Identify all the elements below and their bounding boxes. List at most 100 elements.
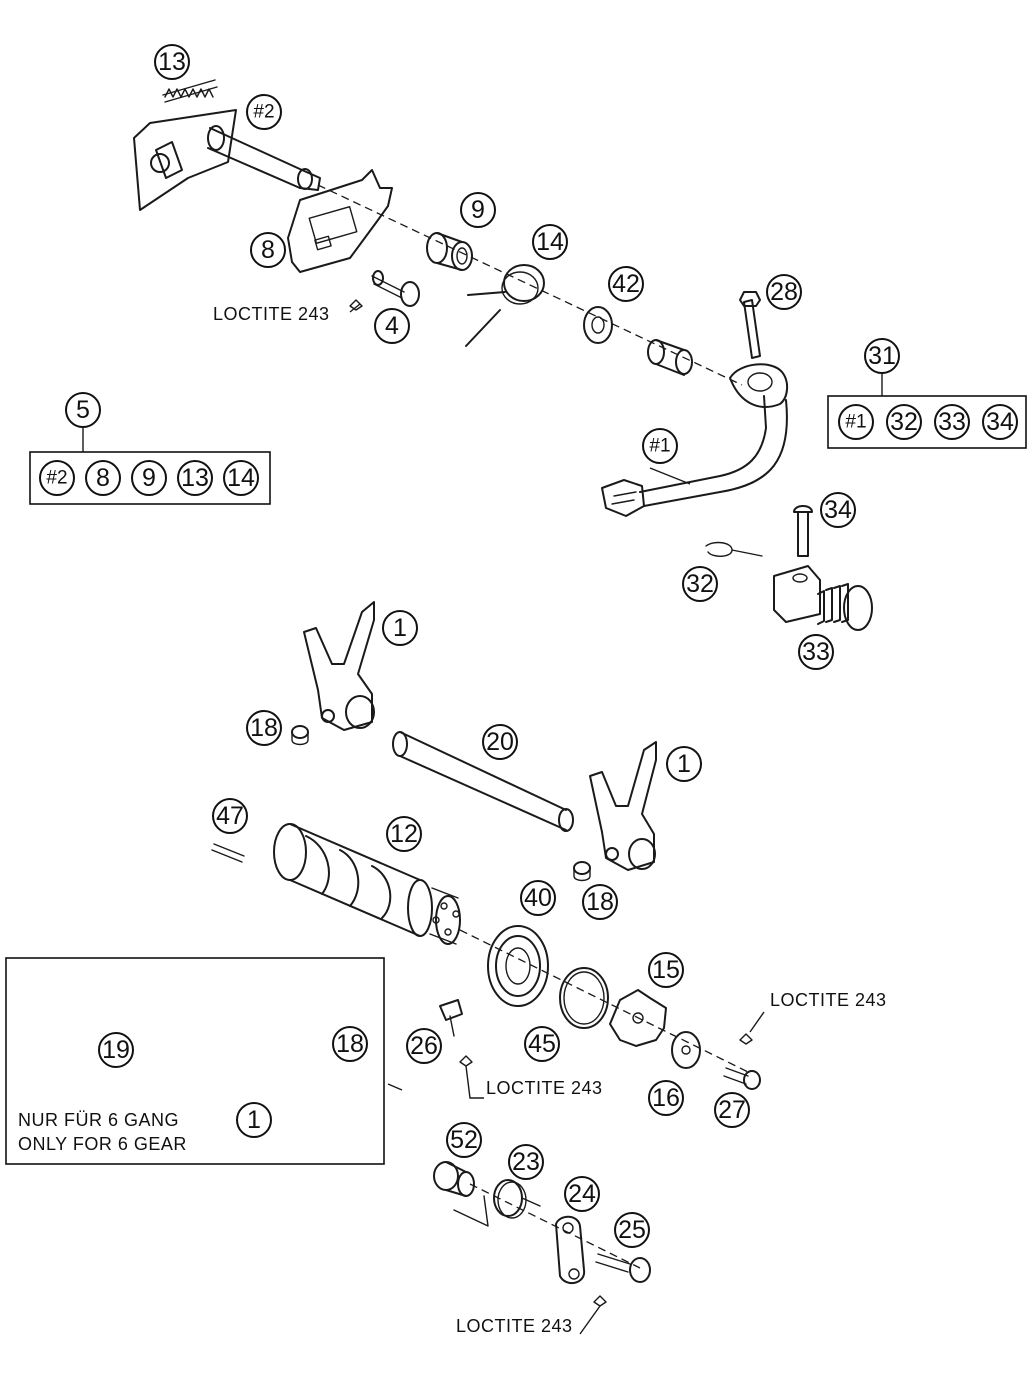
svg-text:5: 5 [76,396,90,424]
svg-text:14: 14 [227,464,255,492]
shift-fork-b-drawing [589,741,657,871]
callout-4: 4 [374,308,410,344]
svg-text:12: 12 [390,820,418,848]
svg-text:18: 18 [336,1030,364,1058]
callout-34: 34 [820,492,856,528]
callout-9: 9 [460,192,496,228]
svg-text:45: 45 [528,1030,556,1058]
pin-47-drawing [211,843,245,863]
loctite-note-3: LOCTITE 243 [486,1078,603,1098]
svg-text:18: 18 [586,888,614,916]
svg-text:26: 26 [410,1032,438,1060]
callout-14: 14 [532,224,568,260]
callout-1-fork-b: 1 [666,746,702,782]
callout-16: 16 [648,1080,684,1116]
svg-text:24: 24 [568,1180,596,1208]
callout-20: 20 [482,724,518,760]
callout-8: 8 [250,232,286,268]
callout-26: 26 [406,1028,442,1064]
kit5-member-2: 8 [85,460,121,496]
svg-text:#1: #1 [845,412,866,433]
svg-text:32: 32 [890,408,918,436]
loctite-note-2: LOCTITE 243 [770,990,887,1010]
svg-text:4: 4 [385,312,399,340]
roller-18b-drawing [573,861,591,882]
kit31-member-2: 32 [886,404,922,440]
loctite-note-1: LOCTITE 243 [213,304,330,324]
roller-18a-drawing [291,725,309,746]
kit5-member-3: 9 [131,460,167,496]
svg-text:47: 47 [216,802,244,830]
callout-31: 31 [864,338,900,374]
shift-lever-drawing [601,363,788,517]
callout-19: 19 [98,1032,134,1068]
callout-1-fork-a: 1 [382,610,418,646]
kit5-member-1: #2 [39,460,75,496]
spring-32-drawing [705,541,763,557]
kit31-member-3: 33 [934,404,970,440]
kit31-member-1: #1 [838,404,874,440]
svg-text:9: 9 [142,464,156,492]
callout-24: 24 [564,1176,600,1212]
screw-27-drawing [723,1033,761,1090]
svg-text:27: 27 [718,1096,746,1124]
callout-18-c: 18 [332,1026,368,1062]
shift-shaft-drawing [133,109,321,211]
kit31-member-4: 34 [982,404,1018,440]
svg-text:34: 34 [824,496,852,524]
peg-33-drawing [773,565,873,631]
svg-text:#1: #1 [649,436,670,457]
svg-text:8: 8 [261,236,275,264]
circlip-45-drawing [559,967,609,1029]
shift-fork-a-drawing [303,601,375,731]
washer-16-drawing [671,1031,701,1069]
svg-text:52: 52 [450,1126,478,1154]
callout-33: 33 [798,634,834,670]
svg-text:8: 8 [96,464,110,492]
callout-23: 23 [508,1144,544,1180]
detent-lever-24-drawing [555,1215,586,1285]
callout-47: 47 [212,798,248,834]
svg-text:13: 13 [158,48,186,76]
svg-text:32: 32 [686,570,714,598]
callout-32: 32 [682,566,718,602]
svg-text:20: 20 [486,728,514,756]
svg-text:16: 16 [652,1084,680,1112]
six-gear-note-en: ONLY FOR 6 GEAR [18,1134,187,1154]
svg-text:1: 1 [393,614,407,642]
callout-12: 12 [386,816,422,852]
screw-25-drawing [593,1253,651,1307]
svg-text:1: 1 [247,1106,261,1134]
spring-23-drawing [453,1179,541,1227]
callout-13: 13 [154,44,190,80]
shift-star-15-drawing [609,989,667,1047]
shift-drum-12-drawing [273,823,461,945]
svg-text:28: 28 [770,278,798,306]
screw-26-drawing [439,999,473,1067]
leader-lines [82,303,883,1335]
bushing-sleeve-drawing [647,339,693,376]
shift-plate-8-drawing [287,169,393,273]
pin-34-drawing [793,505,813,557]
svg-text:14: 14 [536,228,564,256]
callout-28: 28 [766,274,802,310]
svg-text:31: 31 [868,342,896,370]
kit5-member-5: 14 [223,460,259,496]
callout-18-a: 18 [246,710,282,746]
bolt-4-drawing [349,270,420,311]
six-gear-note-de: NUR FÜR 6 GANG [18,1110,179,1130]
svg-text:40: 40 [524,884,552,912]
svg-text:9: 9 [471,196,485,224]
callout-42: 42 [608,266,644,302]
callout-40: 40 [520,880,556,916]
callout-1-lever: #1 [642,428,678,464]
fork-rod-20-drawing [392,731,574,832]
callout-52: 52 [446,1122,482,1158]
svg-text:23: 23 [512,1148,540,1176]
loctite-note-4: LOCTITE 243 [456,1316,573,1336]
svg-text:15: 15 [652,956,680,984]
svg-text:1: 1 [677,750,691,778]
svg-text:42: 42 [612,270,640,298]
bushing-9-drawing [426,232,473,271]
